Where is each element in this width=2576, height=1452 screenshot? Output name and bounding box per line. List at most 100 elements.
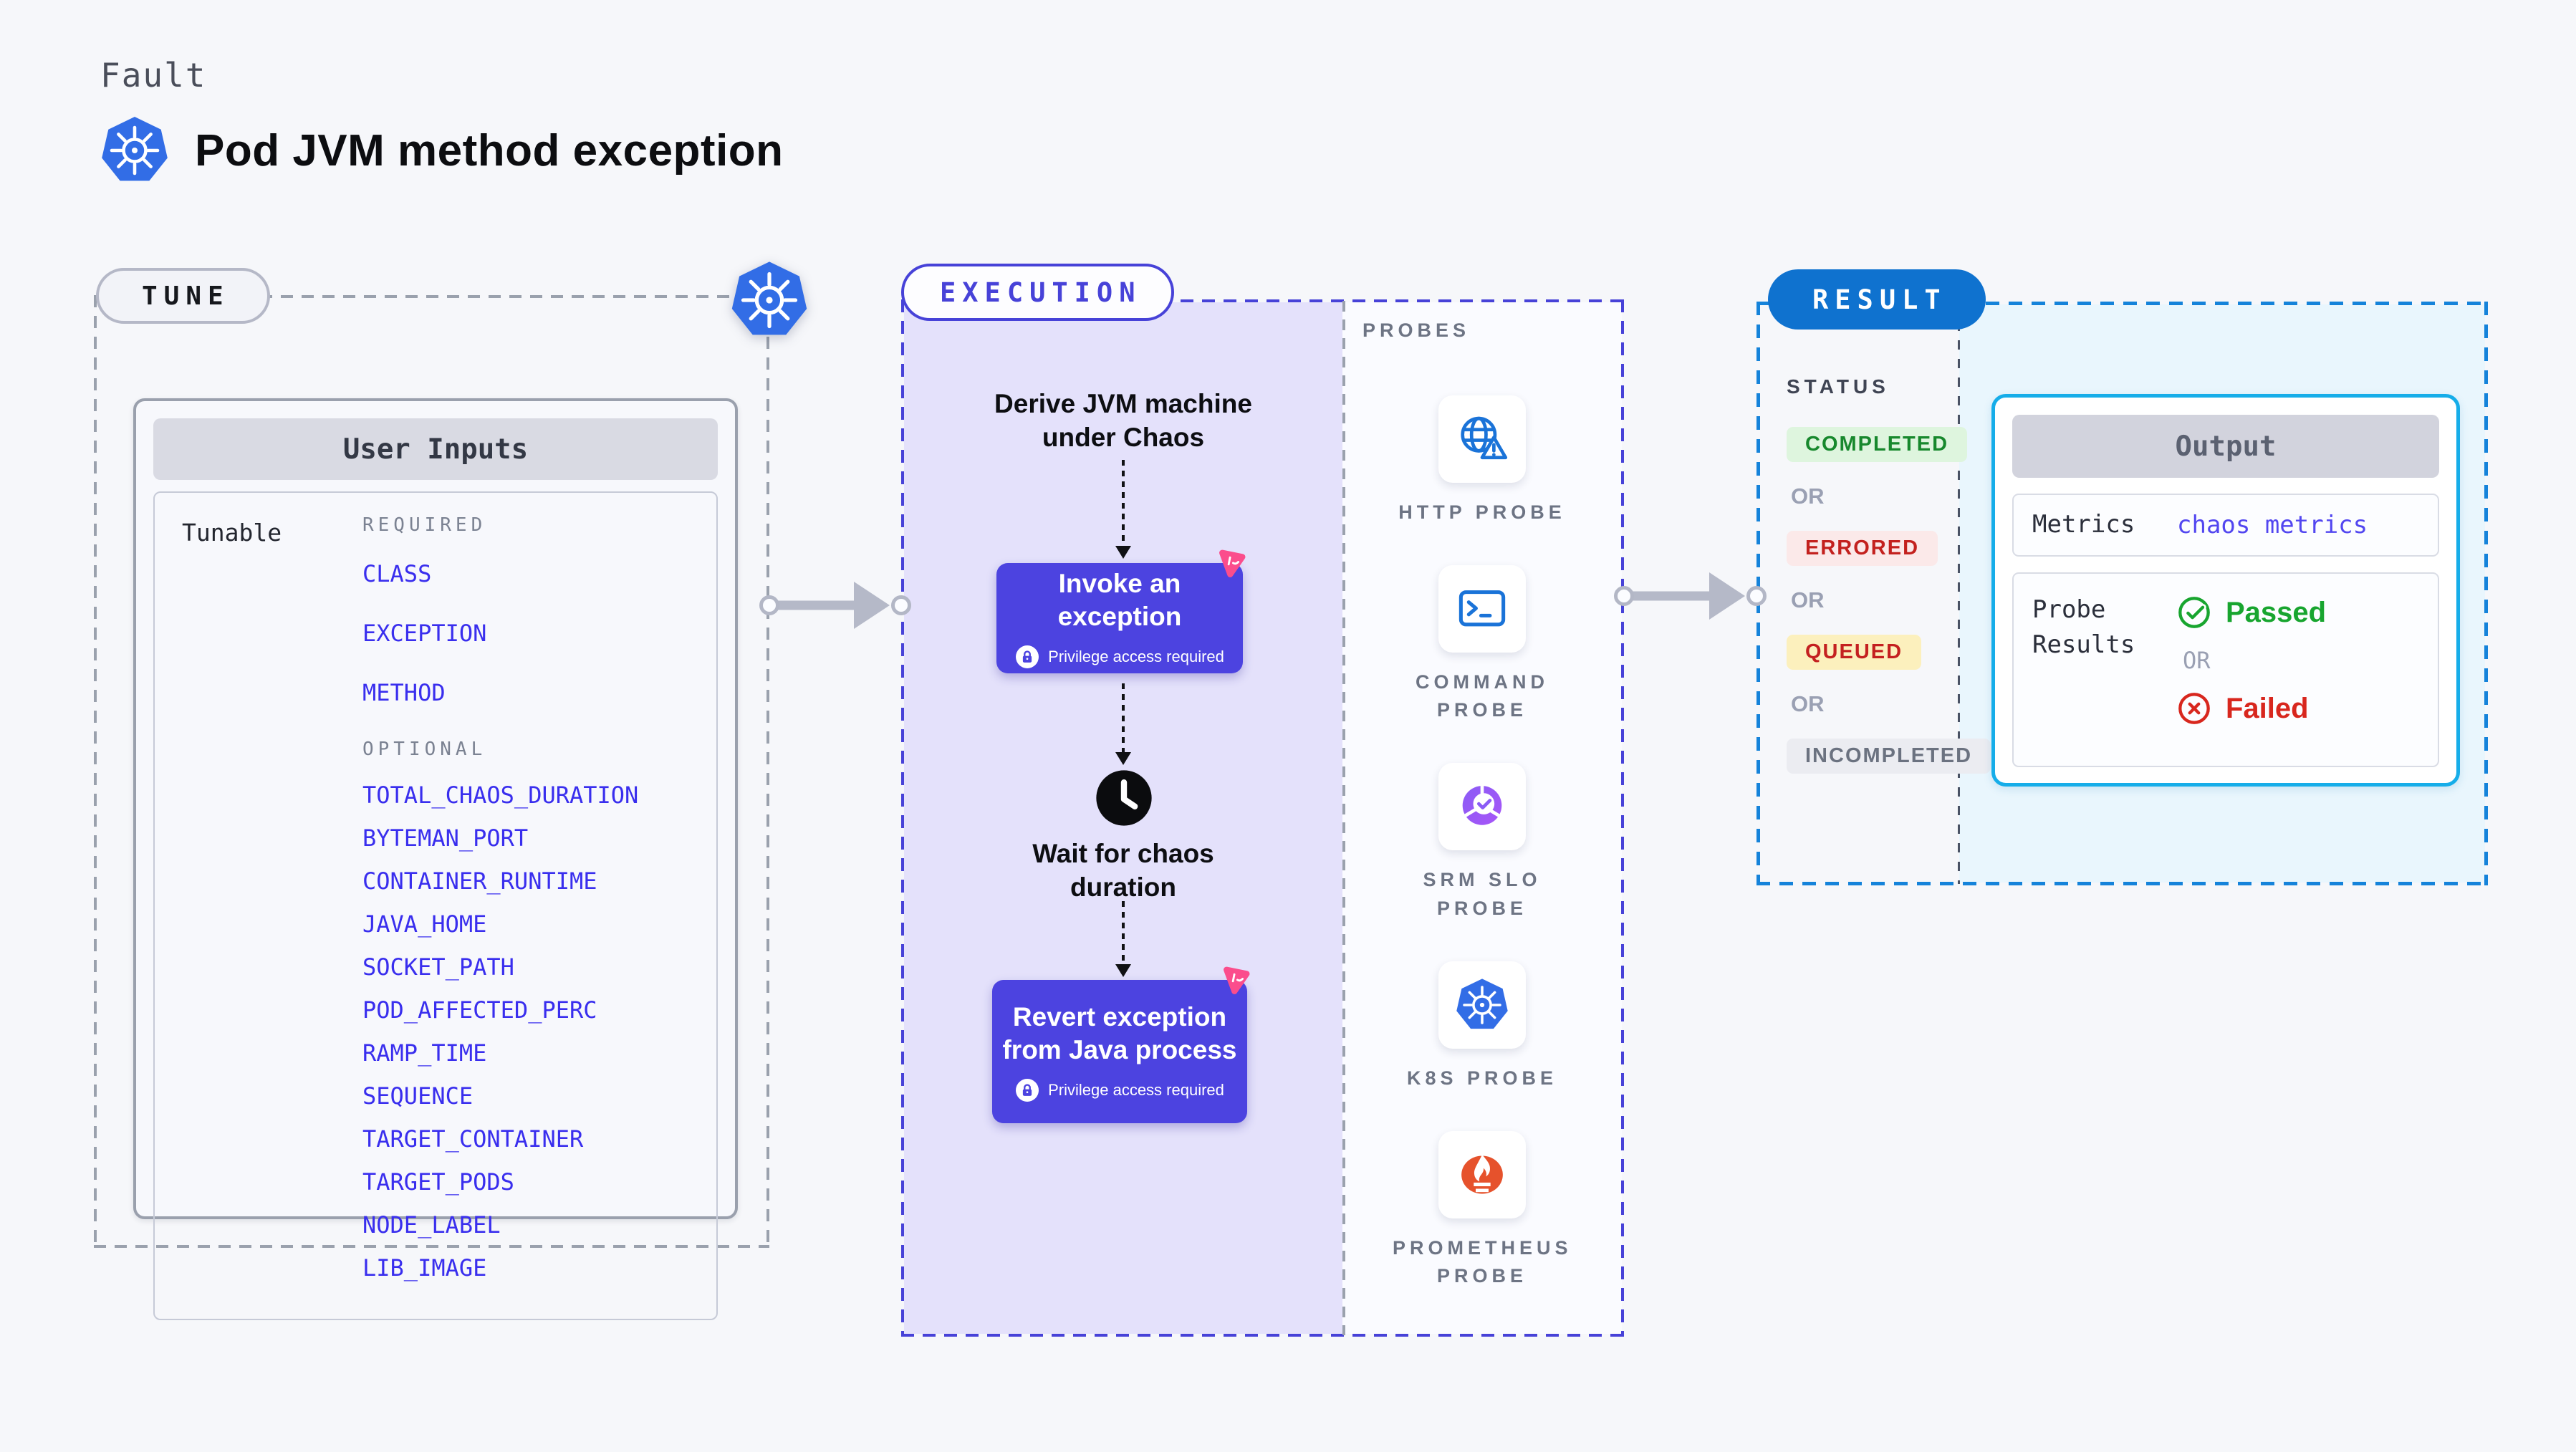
invoke-exception-node: Invoke an exception Privilege access req… (996, 563, 1243, 673)
probe-label: SRM SLO PROBE (1423, 869, 1542, 919)
param-link-method[interactable]: METHOD (362, 679, 446, 706)
status-badge-errored: ERRORED (1787, 531, 1938, 566)
privilege-note-text: Privilege access required (1048, 1081, 1224, 1100)
status-badge-queued: QUEUED (1787, 635, 1922, 670)
flow-arrow-2 (1122, 683, 1125, 755)
param-link-target-container[interactable]: TARGET_CONTAINER (362, 1125, 584, 1153)
revert-exception-node: Revert exception from Java process Privi… (992, 980, 1247, 1123)
probes-divider (1342, 301, 1345, 1335)
result-badge: RESULT (1768, 269, 1986, 330)
status-column: STATUS COMPLETED OR ERRORED OR QUEUED OR… (1787, 375, 1991, 774)
chaos-icon (1219, 961, 1253, 996)
passed-label: Passed (2226, 596, 2327, 628)
revert-label: Revert exception from Java process (1002, 1001, 1236, 1067)
required-label: REQUIRED (362, 514, 487, 536)
kubernetes-icon (1454, 977, 1510, 1033)
privilege-note: Privilege access required (1015, 1078, 1224, 1102)
probe-list: HTTP PROBE COMMAND PROBE (1342, 395, 1622, 1290)
probe-prometheus: PROMETHEUS PROBE (1393, 1130, 1572, 1290)
derive-line2: under Chaos (1042, 423, 1205, 453)
or-separator: OR (1791, 484, 1825, 509)
probe-card (1438, 1130, 1526, 1218)
failed-label: Failed (2226, 692, 2309, 724)
invoke-label: Invoke an exception (1057, 568, 1182, 631)
flow-arrow-1 (1122, 460, 1125, 549)
terminal-icon (1458, 590, 1506, 627)
probe-card (1438, 763, 1526, 851)
status-label: STATUS (1787, 375, 1890, 398)
clock-icon (1094, 768, 1154, 828)
tune-badge: TUNE (96, 268, 270, 324)
user-inputs-body: Tunable REQUIRED CLASS EXCEPTION METHOD … (153, 491, 718, 1320)
metrics-label: Metrics (2032, 510, 2135, 539)
user-inputs-title: User Inputs (153, 418, 718, 480)
param-link-container-runtime[interactable]: CONTAINER_RUNTIME (362, 867, 597, 895)
lock-icon (1015, 645, 1039, 669)
passed-line: Passed (2177, 595, 2326, 630)
param-link-ramp-time[interactable]: RAMP_TIME (362, 1039, 487, 1067)
prometheus-flame-icon (1461, 1154, 1503, 1194)
or-separator: OR (1791, 587, 1825, 612)
result-divider (1958, 303, 1960, 884)
probe-results-row: Probe Results Passed OR Failed (2012, 572, 2439, 767)
probe-card (1438, 961, 1526, 1049)
failed-line: Failed (2177, 691, 2326, 726)
execution-badge: EXECUTION (901, 264, 1175, 321)
tunable-fields: REQUIRED CLASS EXCEPTION METHOD OPTIONAL… (362, 514, 702, 1297)
probe-results-label: Probe Results (2032, 595, 2135, 660)
wait-line2: duration (1070, 872, 1176, 903)
tunable-label: Tunable (182, 519, 282, 547)
check-circle-icon (2178, 597, 2210, 628)
x-circle-icon (2178, 693, 2210, 724)
page-title: Pod JVM method exception (195, 125, 784, 176)
derive-step-label: Derive JVM machine under Chaos (937, 387, 1309, 455)
revert-line1: Revert exception (1012, 1001, 1227, 1032)
param-link-node-label[interactable]: NODE_LABEL (362, 1211, 501, 1239)
user-inputs-panel: User Inputs Tunable REQUIRED CLASS EXCEP… (133, 398, 738, 1320)
param-link-socket-path[interactable]: SOCKET_PATH (362, 953, 514, 981)
probe-label: PROMETHEUS PROBE (1393, 1236, 1572, 1287)
kubernetes-icon (99, 113, 170, 188)
probe-label: COMMAND PROBE (1416, 671, 1549, 721)
status-list: COMPLETED OR ERRORED OR QUEUED OR INCOMP… (1787, 427, 1991, 774)
fault-kicker: Fault (100, 56, 207, 95)
lock-icon (1015, 1078, 1039, 1102)
output-title: Output (2012, 415, 2439, 478)
wait-line1: Wait for chaos (1032, 839, 1214, 868)
param-link-total-chaos-duration[interactable]: TOTAL_CHAOS_DURATION (362, 782, 639, 809)
probe-results-values: Passed OR Failed (2177, 592, 2326, 726)
status-badge-incompleted: INCOMPLETED (1787, 739, 1991, 774)
param-link-lib-image[interactable]: LIB_IMAGE (362, 1254, 487, 1282)
chaos-icon (1214, 544, 1249, 579)
param-link-target-pods[interactable]: TARGET_PODS (362, 1168, 514, 1196)
globe-alert-icon (1461, 416, 1508, 460)
page-header: Pod JVM method exception (99, 113, 784, 188)
wait-step-label: Wait for chaos duration (937, 837, 1309, 905)
kubernetes-icon (729, 258, 810, 342)
flow-arrow-3 (1122, 901, 1125, 967)
param-link-exception[interactable]: EXCEPTION (362, 620, 487, 647)
probe-label: HTTP PROBE (1398, 501, 1566, 523)
or-separator: OR (1791, 691, 1825, 716)
metrics-row: Metrics chaos metrics (2012, 494, 2439, 557)
probe-card (1438, 395, 1526, 483)
probe-command: COMMAND PROBE (1393, 565, 1572, 724)
probe-k8s: K8S PROBE (1407, 961, 1557, 1092)
probe-card (1438, 565, 1526, 653)
param-link-java-home[interactable]: JAVA_HOME (362, 910, 487, 938)
param-link-sequence[interactable]: SEQUENCE (362, 1082, 474, 1110)
slo-donut-check-icon (1462, 784, 1502, 826)
probe-http: HTTP PROBE (1398, 395, 1566, 527)
status-badge-completed: COMPLETED (1787, 427, 1968, 462)
or-separator: OR (2183, 647, 2211, 674)
privilege-note-text: Privilege access required (1048, 648, 1224, 666)
execution-to-result-arrow (1614, 572, 1767, 620)
probe-srm-slo: SRM SLO PROBE (1393, 763, 1572, 922)
probes-title: PROBES (1363, 319, 1471, 341)
param-link-byteman-port[interactable]: BYTEMAN_PORT (362, 824, 529, 852)
chaos-metrics-link[interactable]: chaos metrics (2177, 511, 2368, 539)
param-link-pod-affected-perc[interactable]: POD_AFFECTED_PERC (362, 996, 597, 1024)
param-link-class[interactable]: CLASS (362, 560, 432, 587)
output-panel: Output Metrics chaos metrics Probe Resul… (1991, 394, 2460, 787)
derive-line1: Derive JVM machine (994, 389, 1252, 418)
